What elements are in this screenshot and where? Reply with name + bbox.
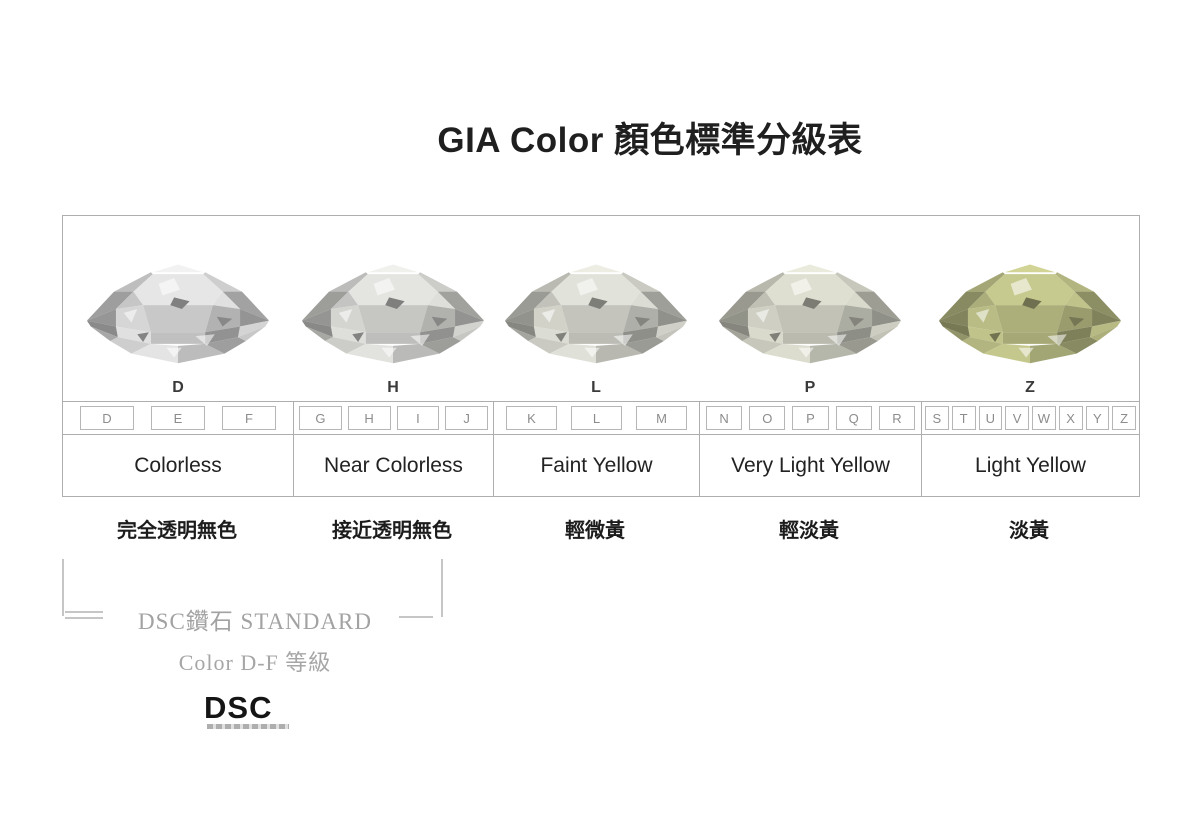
- grade-label-z: Z: [1025, 377, 1035, 399]
- diamond-image-h: [296, 247, 490, 373]
- grade-label-h: H: [387, 377, 399, 399]
- bracket-right-hline: [399, 616, 433, 618]
- letter-cell-l: L: [571, 406, 622, 430]
- letter-scale-h: GHIJ: [294, 402, 493, 435]
- letter-cell-e: E: [151, 406, 205, 430]
- diamond-image-p: [713, 247, 907, 373]
- letter-cell-w: W: [1032, 406, 1056, 430]
- chinese-label-row: 完全透明無色接近透明無色輕微黃輕淡黃淡黃: [62, 514, 1138, 543]
- letter-cell-d: D: [80, 406, 134, 430]
- dsc-logo: DSC: [204, 690, 272, 726]
- letter-cell-x: X: [1059, 406, 1083, 430]
- letter-cell-p: P: [792, 406, 828, 430]
- bracket-left-vline: [62, 559, 64, 616]
- gia-color-table: DHLPZ DEFColorlessGHIJNear ColorlessKLMF…: [62, 215, 1140, 497]
- diamond-row: DHLPZ: [63, 216, 1139, 401]
- grade-label-d: D: [172, 377, 184, 399]
- diamond-image-z: [933, 247, 1127, 373]
- diamond-cell-h: H: [293, 216, 493, 401]
- letter-cell-s: S: [925, 406, 949, 430]
- dsc-grade-range-text: Color D-F 等級: [115, 645, 395, 677]
- diamond-cell-z: Z: [921, 216, 1139, 401]
- letter-cell-t: T: [952, 406, 976, 430]
- grade-label-l: L: [591, 377, 601, 399]
- bracket-right-vline: [441, 559, 443, 617]
- letter-cell-f: F: [222, 406, 276, 430]
- letter-scale-z: STUVWXYZ: [922, 402, 1139, 435]
- letter-cell-r: R: [879, 406, 915, 430]
- grade-label-p: P: [805, 377, 816, 399]
- scale-cell-p: NOPQRVery Light Yellow: [699, 402, 921, 496]
- category-label-zh-l: 輕微黃: [492, 514, 698, 543]
- category-label-en-l: Faint Yellow: [494, 435, 699, 496]
- dsc-standard-text: DSC鑽石 STANDARD: [115, 602, 395, 636]
- letter-scale-d: DEF: [63, 402, 293, 435]
- scale-cell-h: GHIJNear Colorless: [293, 402, 493, 496]
- diamond-image-l: [499, 247, 693, 373]
- diamond-cell-d: D: [63, 216, 293, 401]
- letter-cell-q: Q: [836, 406, 872, 430]
- diamond-image-d: [81, 247, 275, 373]
- scale-cell-z: STUVWXYZLight Yellow: [921, 402, 1139, 496]
- page-title: GIA Color 顏色標準分級表: [100, 112, 1200, 163]
- letter-cell-h: H: [348, 406, 391, 430]
- letter-cell-z: Z: [1112, 406, 1136, 430]
- letter-cell-i: I: [397, 406, 440, 430]
- letter-cell-j: J: [445, 406, 488, 430]
- category-label-en-h: Near Colorless: [294, 435, 493, 496]
- scale-rows: DEFColorlessGHIJNear ColorlessKLMFaint Y…: [63, 401, 1139, 496]
- category-label-en-z: Light Yellow: [922, 435, 1139, 496]
- letter-cell-k: K: [506, 406, 557, 430]
- letter-cell-o: O: [749, 406, 785, 430]
- category-label-en-d: Colorless: [63, 435, 293, 496]
- bracket-left-hline-1: [65, 611, 103, 613]
- category-label-zh-p: 輕淡黃: [698, 514, 920, 543]
- category-label-zh-z: 淡黃: [920, 514, 1138, 543]
- letter-cell-v: V: [1005, 406, 1029, 430]
- letter-cell-y: Y: [1086, 406, 1110, 430]
- bracket-left-hline-2: [65, 617, 103, 619]
- letter-cell-g: G: [299, 406, 342, 430]
- category-label-en-p: Very Light Yellow: [700, 435, 921, 496]
- letter-scale-p: NOPQR: [700, 402, 921, 435]
- category-label-zh-d: 完全透明無色: [62, 514, 292, 543]
- scale-cell-d: DEFColorless: [63, 402, 293, 496]
- letter-cell-m: M: [636, 406, 687, 430]
- letter-cell-u: U: [979, 406, 1003, 430]
- diamond-cell-l: L: [493, 216, 699, 401]
- dsc-logo-tagline-bar: [207, 724, 289, 729]
- letter-cell-n: N: [706, 406, 742, 430]
- category-label-zh-h: 接近透明無色: [292, 514, 492, 543]
- scale-cell-l: KLMFaint Yellow: [493, 402, 699, 496]
- diamond-cell-p: P: [699, 216, 921, 401]
- letter-scale-l: KLM: [494, 402, 699, 435]
